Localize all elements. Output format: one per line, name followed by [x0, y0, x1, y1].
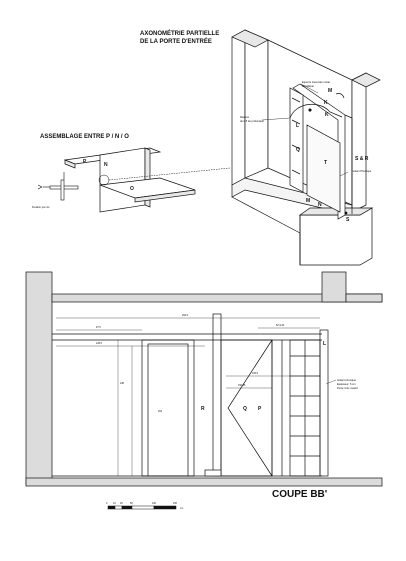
- axono-label-k: K: [325, 112, 329, 118]
- section-label-r: R: [201, 406, 205, 412]
- section-note-line3: Porte: bois massif: [337, 386, 358, 390]
- dim-left-top: 97.5: [96, 326, 101, 329]
- assembly-label-p: P: [83, 159, 87, 165]
- assembly-plan-detail: [37, 172, 79, 201]
- axono-label-m-top: M: [328, 88, 332, 94]
- dim-left-mid: 128.6: [96, 342, 103, 345]
- axono-label-m-bottom: M: [306, 198, 310, 204]
- section-drawing: [25, 271, 383, 487]
- assembly-title: ASSEMBLAGE ENTRE P / N / O: [40, 134, 129, 140]
- scale-tick-0: 0: [106, 502, 108, 505]
- note-rainure-line2: de 0.5 de profondeur: [240, 119, 264, 123]
- axono-label-t: T: [324, 160, 327, 166]
- dim-overall: 294.5: [182, 314, 189, 317]
- assembly-label-n: N: [104, 162, 108, 168]
- assembly-note: Fixation par vis: [32, 205, 50, 209]
- axono-label-k-top: K: [324, 100, 328, 106]
- dim-cab-mid: 105.5: [252, 372, 259, 375]
- scale-unit: cm: [180, 507, 183, 510]
- dim-right-top: 62 & 62: [276, 324, 285, 327]
- note-equerre-line1: Equerre traversée métal: [302, 80, 330, 84]
- axono-label-s: S: [346, 217, 350, 223]
- section-note-line2: Epaisseur: 6 cm: [337, 382, 356, 386]
- scale-tick-4: 100: [152, 502, 157, 505]
- axonometry-title-line2: DE LA PORTE D'ENTRÉE: [140, 37, 212, 45]
- scale-tick-5: 150: [173, 502, 178, 505]
- dim-bay-width: 150.25: [238, 384, 246, 387]
- axonometry-title-line1: AXONOMÉTRIE PARTIELLE: [140, 29, 219, 37]
- axonometry-leaders: [261, 83, 349, 177]
- scale-tick-3: 50: [130, 502, 133, 505]
- section-note-line1: Isolant phonique: [337, 378, 357, 382]
- axono-label-s-r: S & R: [355, 156, 369, 162]
- axonometry-drawing: [231, 29, 381, 266]
- scale-bar: [107, 505, 177, 510]
- section-dimensions: [56, 317, 320, 476]
- axono-label-n: N: [318, 202, 322, 208]
- section-note: [325, 379, 337, 385]
- note-isolant: Isolant Phonique: [352, 169, 372, 173]
- dim-height-left: 248: [120, 382, 125, 385]
- section-label-q: Q: [243, 406, 247, 412]
- axono-label-l: L: [296, 123, 299, 129]
- scale-tick-1: 10: [113, 502, 116, 505]
- axono-label-q: Q: [296, 147, 300, 153]
- scale-tick-2: 25: [120, 502, 123, 505]
- assembly-detail-mark: [98, 167, 231, 186]
- note-equerre-line2: Métallique: [302, 84, 314, 88]
- dim-door-height: 204: [158, 410, 163, 413]
- section-title: COUPE BB': [272, 489, 327, 500]
- assembly-label-o: O: [130, 186, 134, 192]
- section-label-p: P: [258, 406, 262, 412]
- section-label-l: L: [323, 341, 326, 347]
- assembly-drawing: [63, 147, 196, 213]
- note-rainure-line1: Rainure: [240, 115, 250, 119]
